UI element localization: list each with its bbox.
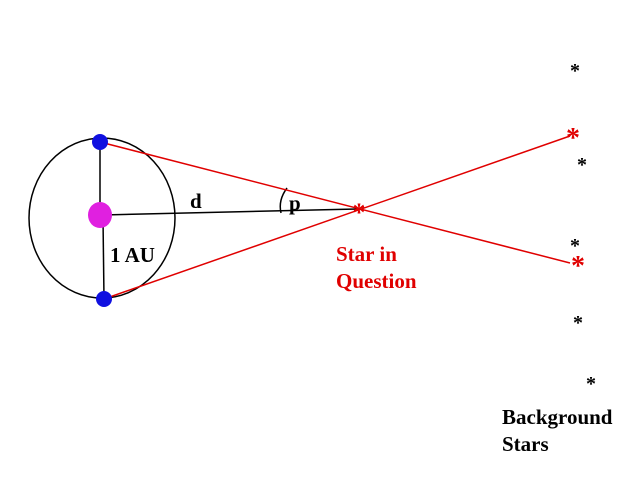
apparent-star-position-lower: * <box>571 251 585 282</box>
background-star: * <box>570 235 580 257</box>
earth-position-bottom <box>96 291 112 307</box>
background-stars-label-line1: Background <box>502 405 613 429</box>
orbit-radius-label: 1 AU <box>110 243 155 267</box>
earth-position-top <box>92 134 108 150</box>
star-in-question-marker: * <box>353 198 366 227</box>
apparent-star-position-upper: * <box>566 123 580 154</box>
star-in-question-label-line2: Question <box>336 269 417 293</box>
star-in-question-label-line1: Star in <box>336 242 397 266</box>
sightline-upper <box>99 141 571 264</box>
background-star: * <box>573 312 583 334</box>
orbit-radius-lower <box>102 217 105 300</box>
distance-line <box>101 208 358 216</box>
parallax-angle-arc <box>279 187 288 214</box>
background-star: * <box>577 154 587 176</box>
background-star: * <box>570 60 580 82</box>
sightline-lower <box>103 135 571 300</box>
sun <box>88 202 112 228</box>
background-stars-label-line2: Stars <box>502 432 549 456</box>
background-star: * <box>586 373 596 395</box>
distance-label: d <box>190 189 202 213</box>
parallax-angle-label: p <box>289 191 301 215</box>
